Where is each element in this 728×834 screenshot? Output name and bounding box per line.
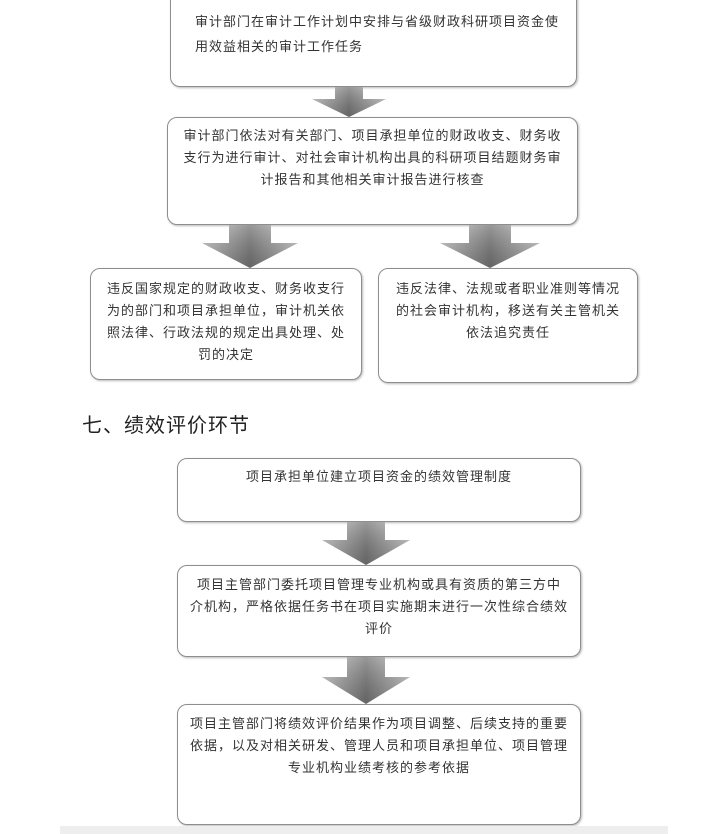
box-text-line: 照法律、行政法规的规定出具处理、处: [106, 326, 345, 341]
flow-box-audit-task: 审计部门在审计工作计划中安排与省级财政科研项目资金使 用效益相关的审计工作任务: [170, 0, 577, 87]
box-text-line: 审计部门在审计工作计划中安排与省级财政科研项目资金使: [195, 15, 560, 30]
down-arrow-icon: [322, 522, 410, 565]
box-text-line: 介机构，严格依据任务书在项目实施期末进行一次性综合绩效: [189, 600, 568, 615]
box-text-line: 计报告和其他相关审计报告进行核查: [260, 173, 485, 188]
box-text-line: 支行为进行审计、对社会审计机构出具的科研项目结题财务审: [183, 151, 562, 166]
flow-box-violation-units: 违反国家规定的财政收支、财务收支行 为的部门和项目承担单位，审计机关依 照法律、…: [90, 268, 362, 380]
box-text-line: 审计部门依法对有关部门、项目承担单位的财政收支、财务收: [183, 129, 562, 144]
page-bottom-edge: [60, 826, 668, 834]
flow-box-performance-application: 项目主管部门将绩效评价结果作为项目调整、后续支持的重要 依据，以及对相关研发、管…: [177, 704, 581, 825]
box-text-line: 评价: [364, 622, 393, 637]
box-text-line: 专业机构业绩考核的参考依据: [287, 761, 470, 776]
flow-box-performance-system: 项目承担单位建立项目资金的绩效管理制度: [177, 458, 581, 522]
box-text-line: 违反国家规定的财政收支、财务收支行: [106, 282, 345, 297]
down-arrow-icon: [440, 225, 540, 268]
box-text-line: 用效益相关的审计工作任务: [195, 40, 364, 55]
box-text-line: 项目主管部门将绩效评价结果作为项目调整、后续支持的重要: [189, 717, 568, 732]
down-arrow-icon: [312, 87, 386, 117]
down-arrow-icon: [202, 225, 298, 268]
box-text-line: 项目承担单位建立项目资金的绩效管理制度: [245, 470, 512, 485]
box-text-line: 依法追究责任: [465, 326, 550, 341]
box-text-line: 罚的决定: [197, 348, 254, 363]
box-text-line: 违反法律、法规或者职业准则等情况: [395, 282, 620, 297]
down-arrow-icon: [322, 657, 410, 704]
flow-box-audit-review: 审计部门依法对有关部门、项目承担单位的财政收支、财务收 支行为进行审计、对社会审…: [167, 117, 578, 225]
box-text-line: 的社会审计机构，移送有关主管机关: [395, 304, 620, 319]
box-text-line: 依据，以及对相关研发、管理人员和项目承担单位、项目管理: [189, 739, 568, 754]
flow-box-performance-evaluation: 项目主管部门委托项目管理专业机构或具有资质的第三方中 介机构，严格依据任务书在项…: [177, 565, 581, 657]
box-text-line: 项目主管部门委托项目管理专业机构或具有资质的第三方中: [196, 578, 561, 593]
flow-box-violation-agencies: 违反法律、法规或者职业准则等情况 的社会审计机构，移送有关主管机关 依法追究责任: [378, 268, 638, 383]
box-text-line: 为的部门和项目承担单位，审计机关依: [106, 304, 345, 319]
section-heading: 七、绩效评价环节: [82, 413, 250, 437]
